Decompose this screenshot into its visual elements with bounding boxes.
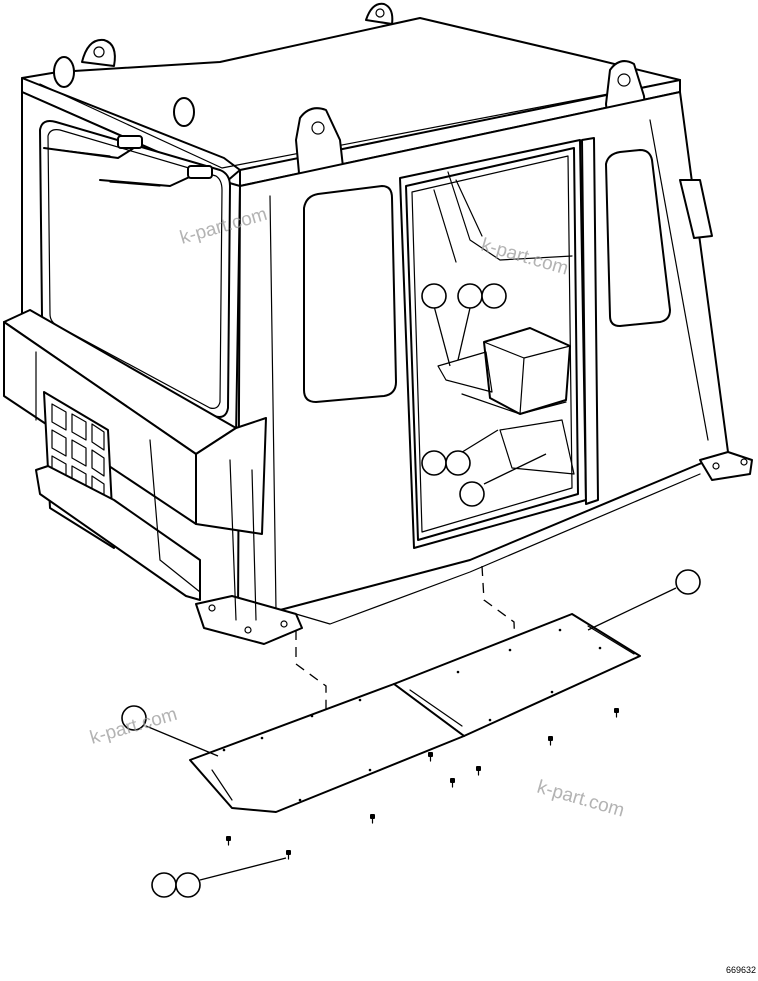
screw-icon bbox=[428, 752, 433, 762]
floor-plates bbox=[189, 613, 641, 813]
lifting-eye-icon bbox=[295, 107, 345, 185]
screw-icon bbox=[286, 850, 291, 860]
callout-bubble bbox=[175, 872, 201, 898]
screw-icon bbox=[614, 708, 619, 718]
lifting-eye-icon bbox=[365, 2, 394, 25]
screw-icon bbox=[548, 736, 553, 746]
screws bbox=[226, 708, 619, 860]
side-window-front bbox=[303, 185, 397, 403]
callout-bubble bbox=[421, 450, 447, 476]
screw-icon bbox=[226, 836, 231, 846]
callout-bubble bbox=[675, 569, 701, 595]
watermark: k-part.com bbox=[535, 777, 627, 822]
floor-plate-left bbox=[189, 683, 465, 813]
callouts bbox=[121, 283, 701, 898]
callout-bubble bbox=[459, 481, 485, 507]
roof-lamp-icon bbox=[173, 97, 195, 127]
callout-bubble bbox=[445, 450, 471, 476]
wiper-icon bbox=[43, 135, 143, 159]
seat-box bbox=[483, 327, 571, 415]
screw-icon bbox=[450, 778, 455, 788]
wiper-icon bbox=[99, 165, 213, 187]
side-window-rear bbox=[605, 149, 671, 327]
screw-icon bbox=[476, 766, 481, 776]
cab-assembly bbox=[3, 2, 753, 645]
callout-bubble bbox=[151, 872, 177, 898]
callout-bubble bbox=[457, 283, 483, 309]
callout-bubble bbox=[121, 705, 147, 731]
drawing-number: 669632 bbox=[726, 965, 756, 975]
roof-lamp-icon bbox=[53, 56, 75, 88]
lifting-eye-icon bbox=[81, 38, 116, 67]
callout-bubble bbox=[481, 283, 507, 309]
callout-bubble bbox=[421, 283, 447, 309]
screw-icon bbox=[370, 814, 375, 824]
